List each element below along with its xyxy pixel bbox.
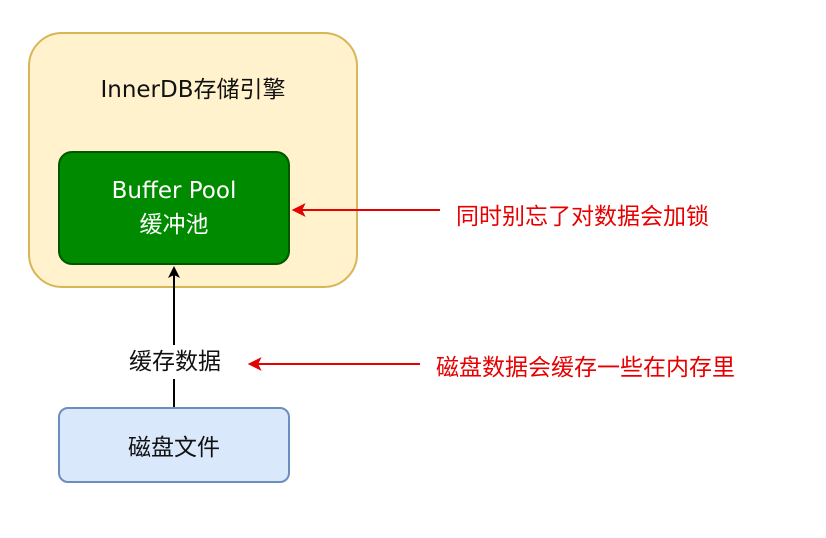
buffer-pool-box: Buffer Pool 缓冲池 (58, 151, 290, 265)
disk-file-box: 磁盘文件 (58, 407, 290, 483)
lock-annotation: 同时别忘了对数据会加锁 (456, 204, 709, 230)
buffer-pool-chinese-label: 缓冲池 (139, 212, 209, 238)
disk-file-label: 磁盘文件 (128, 435, 220, 461)
buffer-pool-label: Buffer Pool (111, 178, 237, 204)
cache-annotation: 磁盘数据会缓存一些在内存里 (436, 355, 735, 381)
cache-data-edge-label: 缓存数据 (105, 345, 245, 379)
storage-engine-title: InnerDB存储引擎 (100, 77, 286, 103)
